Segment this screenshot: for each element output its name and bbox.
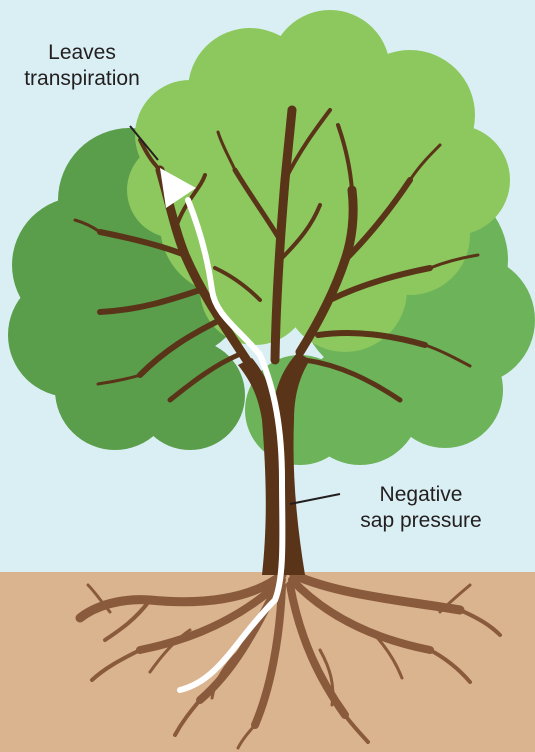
sap-label-line2: sap pressure bbox=[336, 508, 506, 534]
sap-label-line1: Negative bbox=[336, 482, 506, 508]
leaves-label-line1: Leaves bbox=[2, 40, 162, 66]
leaves-label-line2: transpiration bbox=[2, 66, 162, 92]
leaves-transpiration-label: Leaves transpiration bbox=[2, 40, 162, 92]
negative-sap-pressure-label: Negative sap pressure bbox=[336, 482, 506, 534]
